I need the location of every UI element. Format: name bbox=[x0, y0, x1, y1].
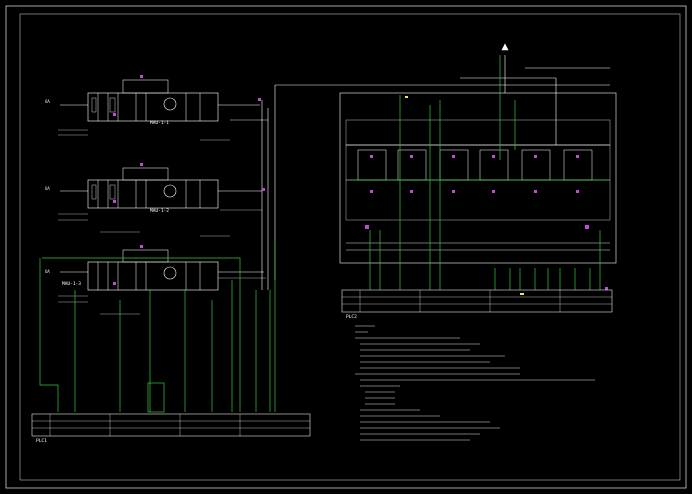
fan-icon bbox=[163, 184, 177, 198]
signal-wiring-left bbox=[39, 240, 276, 413]
oa-label-2: OA bbox=[45, 186, 50, 191]
ahu-name-2: MAU-1-2 bbox=[150, 208, 169, 214]
signal-wiring-right bbox=[350, 55, 610, 290]
plc-label-right: PLC2 bbox=[346, 314, 357, 320]
ahu-name-3: MAU-1-3 bbox=[62, 281, 81, 287]
ahu-unit-3: OA MAU-1-3 bbox=[45, 249, 266, 315]
design-notes bbox=[355, 325, 595, 441]
outer-frame bbox=[5, 5, 687, 489]
fan-icon bbox=[163, 266, 177, 280]
plc-label-left: PLC1 bbox=[36, 438, 47, 444]
plant-feed bbox=[460, 43, 610, 145]
accent-marks bbox=[405, 96, 524, 295]
oa-label-3: OA bbox=[45, 269, 50, 274]
ahu-unit-2: OA MAU-1-2 bbox=[45, 167, 262, 237]
fan-icon bbox=[163, 97, 177, 111]
device-markers bbox=[113, 75, 608, 290]
inner-frame bbox=[19, 13, 681, 481]
ahu-name-1: MAU-1-1 bbox=[150, 120, 169, 126]
oa-label-1: OA bbox=[45, 99, 50, 104]
io-table-right: PLC2 bbox=[341, 289, 613, 320]
ahu-unit-1: OA MAU-1-1 bbox=[45, 79, 268, 141]
io-table-left: PLC1 bbox=[31, 413, 311, 444]
